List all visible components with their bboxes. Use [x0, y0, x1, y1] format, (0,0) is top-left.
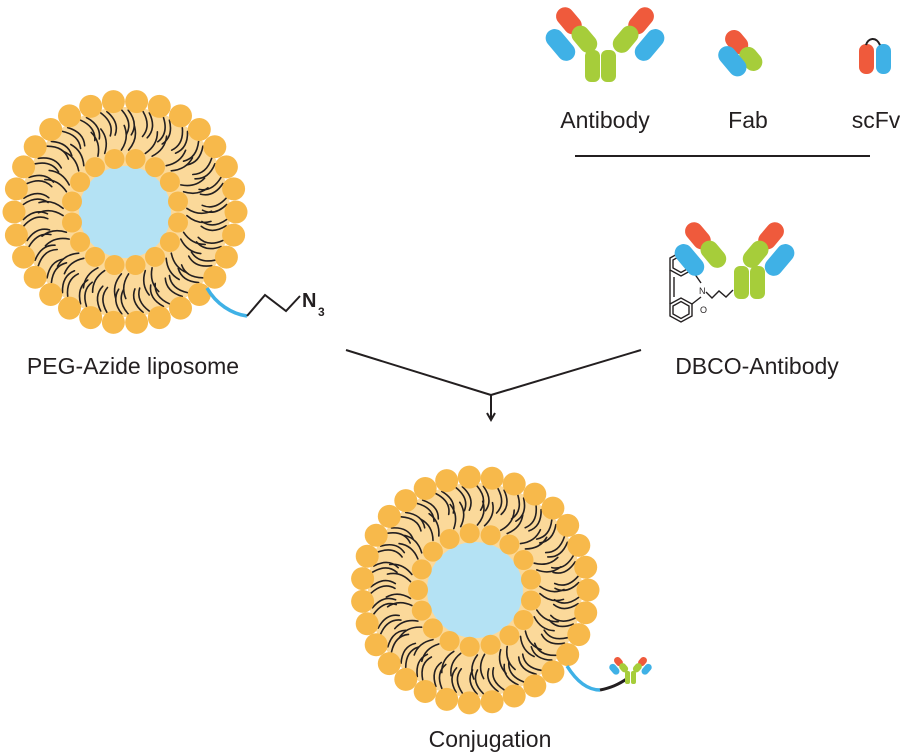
outer-lipid-heads: [351, 465, 600, 715]
peg-linker: [205, 287, 248, 318]
legend-scfv-label: scFv: [852, 107, 900, 133]
dbco-antibody-label: DBCO-Antibody: [675, 353, 839, 379]
aqueous-core: [79, 166, 171, 258]
inner-lipid-heads: [62, 149, 188, 275]
conjugated-liposome: [351, 465, 600, 715]
outer-lipid-heads: [2, 90, 248, 334]
dbco-linker: [705, 289, 734, 299]
liposome-label: PEG-Azide liposome: [27, 353, 239, 379]
dbco-nitrogen-label: N: [699, 286, 706, 296]
azide-subscript: 3: [318, 305, 325, 319]
azide-alkyl-chain: [246, 293, 301, 317]
legend-antibody-icon: [545, 7, 665, 82]
product-label: Conjugation: [429, 726, 552, 752]
legend-fab-icon: [718, 29, 763, 77]
inner-lipid-tails: [385, 500, 565, 680]
inner-lipid-tails: [37, 124, 213, 300]
aqueous-core: [427, 542, 523, 638]
outer-lipid-tails: [22, 109, 228, 315]
legend-scfv-icon: [859, 38, 891, 74]
legend-fab-label: Fab: [728, 107, 768, 133]
legend-antibody-label: Antibody: [560, 107, 650, 133]
conjugated-antibody-icon: [609, 656, 652, 684]
reaction-arrow: [345, 349, 642, 423]
azide-group-label: N: [302, 290, 316, 312]
inner-lipid-heads: [408, 523, 541, 657]
outer-lipid-tails: [370, 485, 580, 695]
dbco-antibody-icon: [674, 222, 795, 299]
peg-azide-liposome: [2, 90, 248, 334]
conjugated-linker: [599, 676, 629, 692]
conjugated-peg-linker: [565, 665, 601, 692]
dbco-oxygen-label: O: [700, 305, 707, 315]
